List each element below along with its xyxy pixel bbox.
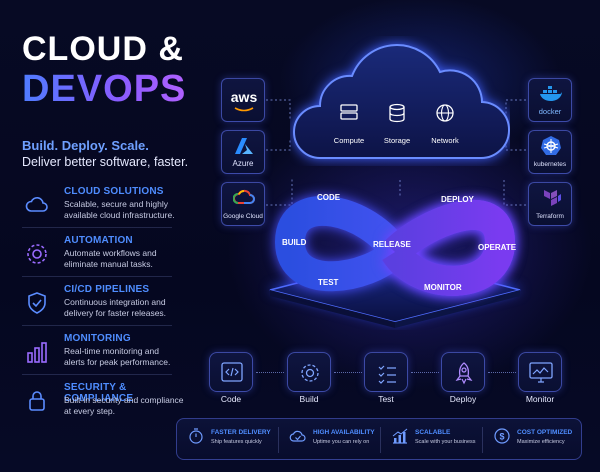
service-label: Network <box>431 136 459 145</box>
feature-cicd: CI/CD PIPELINES Continuous integration a… <box>22 284 182 328</box>
pipeline-connector <box>256 372 284 373</box>
pipeline-label: Deploy <box>449 394 477 404</box>
rocket-icon <box>455 362 473 385</box>
provider-caption: Google Cloud <box>223 213 263 220</box>
azure-logo <box>235 138 253 154</box>
feature-title: CLOUD SOLUTIONS <box>64 186 164 197</box>
loop-label-operate: OPERATE <box>478 243 517 252</box>
divider <box>380 427 381 453</box>
growth-chart-icon <box>392 428 408 444</box>
loop-label-deploy: DEPLOY <box>441 195 474 204</box>
provider-terraform: Terraform <box>528 182 572 226</box>
loop-label-monitor: MONITOR <box>424 283 462 292</box>
divider <box>22 325 172 326</box>
feature-title: MONITORING <box>64 333 131 344</box>
feature-title: SECURITY & COMPLIANCE <box>64 382 134 404</box>
service-label: Storage <box>383 136 411 145</box>
provider-caption: docker <box>538 107 562 116</box>
title-line-2: DEVOPS <box>22 68 187 110</box>
cloud-check-icon <box>289 430 306 442</box>
pipeline-connector <box>488 372 516 373</box>
provider-caption: kubernetes <box>533 161 567 168</box>
benefit-desc: Ship features quickly <box>211 439 262 445</box>
stopwatch-icon <box>189 428 203 444</box>
pipeline-label: Code <box>220 394 242 404</box>
globe-icon <box>436 104 454 122</box>
pipeline-step-build <box>287 352 331 392</box>
benefit-title: COST OPTIMIZED <box>517 429 573 436</box>
feature-cloud-solutions: CLOUD SOLUTIONS Scalable, secure and hig… <box>22 186 182 230</box>
docker-logo <box>540 86 562 101</box>
pipeline-step-deploy <box>441 352 485 392</box>
database-icon <box>389 103 405 123</box>
pipeline-connector <box>334 372 362 373</box>
benefit-desc: Scale with your business <box>415 439 476 445</box>
pipeline-step-code <box>209 352 253 392</box>
cloud-icon <box>25 197 48 212</box>
aws-logo: aws <box>230 89 258 105</box>
provider-caption: Azure <box>232 159 254 168</box>
divider <box>278 427 279 453</box>
pipeline-step-monitor <box>518 352 562 392</box>
devops-infinity-loop <box>269 195 521 328</box>
pipeline-label: Test <box>378 394 394 404</box>
gear-icon <box>27 244 47 264</box>
tagline: Build. Deploy. Scale. <box>22 138 149 153</box>
cloud-services: Compute Storage Network <box>330 100 470 150</box>
feature-title: AUTOMATION <box>64 235 133 246</box>
bar-chart-icon <box>27 342 47 363</box>
benefit-desc: Maximize efficiency <box>517 439 565 445</box>
benefit-title: HIGH AVAILABILITY <box>313 429 375 436</box>
checklist-icon <box>378 365 396 384</box>
subtitle: Deliver better software, faster. <box>22 155 189 169</box>
loop-label-code: CODE <box>317 193 341 202</box>
benefit-title: SCALABLE <box>415 429 451 436</box>
loop-label-build: BUILD <box>282 238 307 247</box>
pipeline-step-test <box>364 352 408 392</box>
server-icon <box>340 104 358 120</box>
benefit-title: FASTER DELIVERY <box>211 429 271 436</box>
divider <box>22 374 172 375</box>
loop-label-release: RELEASE <box>373 240 411 249</box>
pipeline-label: Monitor <box>525 394 555 404</box>
lock-icon <box>29 391 45 411</box>
dollar-icon: $ <box>494 428 510 444</box>
pipeline-label: Build <box>299 394 319 404</box>
kubernetes-logo <box>541 136 561 155</box>
provider-aws: aws <box>221 78 265 122</box>
aws-smile-icon <box>234 107 254 112</box>
service-label: Compute <box>333 136 365 145</box>
terraform-logo <box>544 190 561 206</box>
divider <box>482 427 483 453</box>
provider-google-cloud: Google Cloud <box>221 182 265 226</box>
benefit-desc: Uptime you can rely on <box>313 439 370 445</box>
provider-docker: docker <box>528 78 572 122</box>
title-line-1: CLOUD & <box>22 30 184 68</box>
cloud-shape <box>293 44 510 160</box>
pipeline-connector <box>411 372 439 373</box>
google-cloud-logo <box>233 189 255 204</box>
divider <box>22 276 172 277</box>
benefits-bar: FASTER DELIVERY Ship features quickly HI… <box>176 418 582 460</box>
gear-icon <box>301 364 319 382</box>
provider-kubernetes: kubernetes <box>528 130 572 174</box>
feature-security: SECURITY & COMPLIANCE Built-in security … <box>22 382 184 426</box>
code-icon <box>221 362 243 382</box>
divider <box>22 227 172 228</box>
shield-icon <box>28 292 46 314</box>
loop-label-test: TEST <box>318 278 339 287</box>
monitor-chart-icon <box>529 362 553 383</box>
provider-azure: Azure <box>221 130 265 174</box>
svg-text:$: $ <box>499 432 504 442</box>
provider-caption: Terraform <box>536 213 564 220</box>
feature-title: CI/CD PIPELINES <box>64 284 150 295</box>
